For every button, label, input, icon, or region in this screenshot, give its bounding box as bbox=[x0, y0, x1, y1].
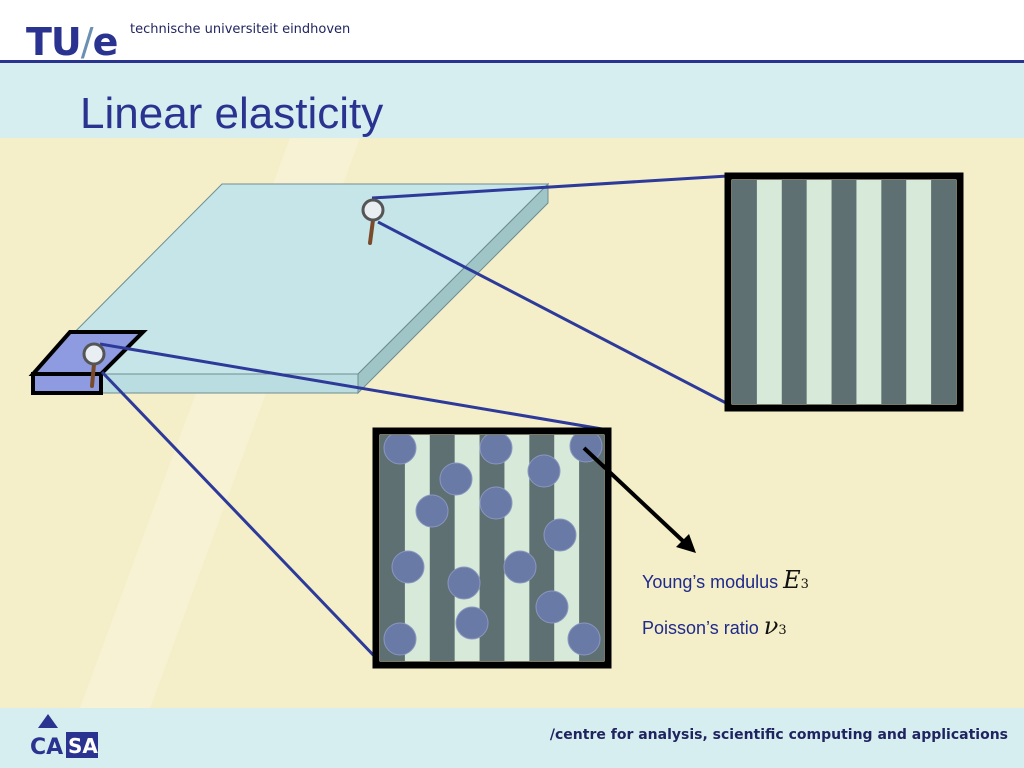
particle bbox=[391, 550, 425, 584]
magnifier-icon bbox=[82, 342, 106, 388]
tue-logo: TU/e bbox=[26, 20, 119, 64]
particle bbox=[383, 435, 417, 465]
logo-slash: / bbox=[80, 20, 94, 64]
zoom-frame-laminate bbox=[724, 172, 964, 412]
header-rule bbox=[0, 60, 1024, 63]
youngs-modulus-symbol: E bbox=[783, 566, 801, 594]
corner-element-front bbox=[31, 372, 103, 395]
particle bbox=[535, 590, 569, 624]
stripe bbox=[732, 180, 758, 404]
connector-line bbox=[377, 220, 729, 406]
zoom-particle-composite bbox=[380, 435, 604, 661]
stripe bbox=[831, 180, 857, 404]
pointer-arrow bbox=[582, 446, 686, 544]
youngs-modulus-label: Young’s modulus E3 bbox=[642, 566, 809, 594]
particle bbox=[479, 435, 513, 465]
logo-main: TU bbox=[26, 20, 82, 64]
particle bbox=[415, 494, 449, 528]
stripe bbox=[781, 180, 808, 404]
arrowhead-icon bbox=[676, 534, 696, 553]
particle bbox=[479, 486, 513, 520]
magnifier-icon bbox=[361, 198, 385, 245]
connector-line bbox=[371, 174, 729, 200]
connector-line bbox=[100, 370, 380, 662]
stripe bbox=[931, 180, 956, 404]
connector-line bbox=[99, 342, 609, 432]
casa-logo-left: CA bbox=[30, 735, 63, 760]
zoom-striped-laminate bbox=[732, 180, 956, 404]
stripe bbox=[906, 180, 932, 404]
youngs-modulus-text: Young’s modulus bbox=[642, 572, 779, 592]
particle bbox=[439, 462, 473, 496]
stripe bbox=[881, 180, 907, 404]
casa-logo-right: SA bbox=[68, 734, 98, 758]
particle bbox=[455, 606, 489, 640]
particle bbox=[383, 622, 417, 656]
slide-title: Linear elasticity bbox=[80, 89, 384, 138]
particle bbox=[567, 622, 601, 656]
particle bbox=[527, 454, 561, 488]
particle bbox=[503, 550, 537, 584]
particle bbox=[569, 435, 603, 463]
footer-text: /centre for analysis, scientific computi… bbox=[549, 727, 1008, 743]
stripe bbox=[806, 180, 833, 404]
stripe bbox=[404, 435, 431, 661]
particle bbox=[543, 518, 577, 552]
title-band bbox=[0, 62, 1024, 138]
particle bbox=[447, 566, 481, 600]
poissons-ratio-text: Poisson’s ratio bbox=[642, 618, 759, 638]
poissons-ratio-label: Poisson’s ratio ν3 bbox=[642, 612, 787, 640]
university-name: technische universiteit eindhoven bbox=[130, 22, 351, 37]
stripe bbox=[756, 180, 783, 404]
logo-e: e bbox=[92, 20, 119, 64]
poissons-ratio-symbol: ν bbox=[763, 612, 779, 640]
zoom-frame-composite bbox=[372, 427, 612, 669]
stripe bbox=[504, 435, 530, 661]
footer-band bbox=[0, 708, 1024, 768]
youngs-modulus-subscript: 3 bbox=[800, 577, 809, 592]
stripe bbox=[856, 180, 882, 404]
casa-logo-triangle bbox=[38, 714, 58, 728]
casa-logo-box bbox=[66, 732, 98, 758]
casa-logo: CA SA bbox=[30, 714, 98, 760]
poissons-ratio-subscript: 3 bbox=[778, 623, 787, 638]
